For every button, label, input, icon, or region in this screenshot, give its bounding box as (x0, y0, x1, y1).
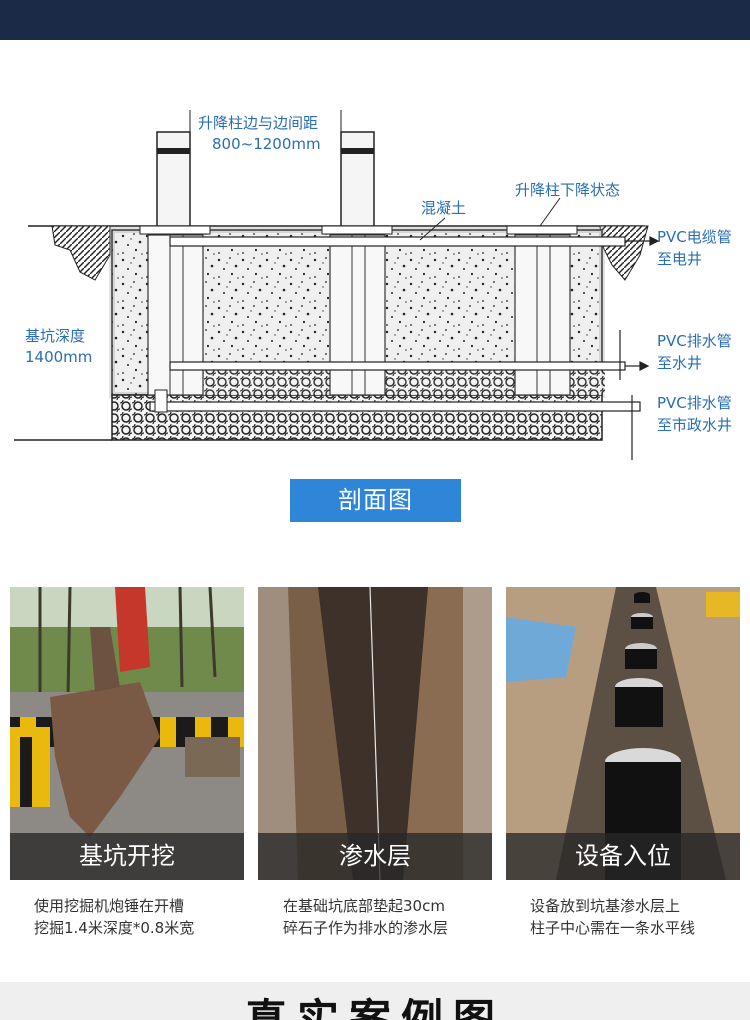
cross-section-diagram: 升降柱边与边间距 800~1200mm 混凝土 升降柱下降状态 基坑深度 140… (14, 110, 732, 460)
desc-excavation: 使用挖掘机炮锤在开槽 挖掘1.4米深度*0.8米宽 (34, 895, 274, 939)
trench-image (258, 587, 492, 880)
label-cable-line1: PVC电缆管 (657, 228, 732, 246)
label-lowered-state: 升降柱下降状态 (515, 181, 620, 199)
label-spacing-line1: 升降柱边与边间距 (198, 114, 318, 132)
caption-excavation: 基坑开挖 (10, 833, 244, 880)
desc-placement-line2: 柱子中心需在一条水平线 (530, 919, 696, 937)
photo-excavation: 基坑开挖 (10, 587, 244, 880)
bottom-band: 真实案例图 (0, 982, 750, 1020)
caption-seepage-layer: 渗水层 (258, 833, 492, 880)
label-drain1-line1: PVC排水管 (657, 332, 732, 350)
photo-device-placement: 设备入位 (506, 587, 740, 880)
photo-seepage-layer: 渗水层 (258, 587, 492, 880)
desc-seepage-line1: 在基础坑底部垫起30cm (283, 897, 445, 915)
label-drain2-line2: 至市政水井 (657, 416, 732, 434)
desc-seepage-layer: 在基础坑底部垫起30cm 碎石子作为排水的渗水层 (283, 895, 523, 939)
label-depth-line1: 基坑深度 (25, 327, 85, 345)
desc-excavation-line2: 挖掘1.4米深度*0.8米宽 (34, 919, 195, 937)
label-drain1-line2: 至水井 (657, 354, 702, 372)
label-depth-line2: 1400mm (25, 348, 92, 366)
label-concrete: 混凝土 (421, 199, 466, 217)
top-banner (0, 0, 750, 40)
desc-excavation-line1: 使用挖掘机炮锤在开槽 (34, 897, 185, 915)
label-spacing-line2: 800~1200mm (212, 135, 321, 153)
desc-device-placement: 设备放到坑基渗水层上 柱子中心需在一条水平线 (530, 895, 750, 939)
desc-placement-line1: 设备放到坑基渗水层上 (530, 897, 681, 915)
label-drain2-line1: PVC排水管 (657, 394, 732, 412)
bottom-section-title: 真实案例图 (244, 995, 505, 1020)
caption-device-placement: 设备入位 (506, 833, 740, 880)
label-cable-line2: 至电井 (657, 250, 702, 268)
placement-image (506, 587, 740, 880)
section-title: 剖面图 (290, 479, 461, 522)
desc-seepage-line2: 碎石子作为排水的渗水层 (283, 919, 449, 937)
